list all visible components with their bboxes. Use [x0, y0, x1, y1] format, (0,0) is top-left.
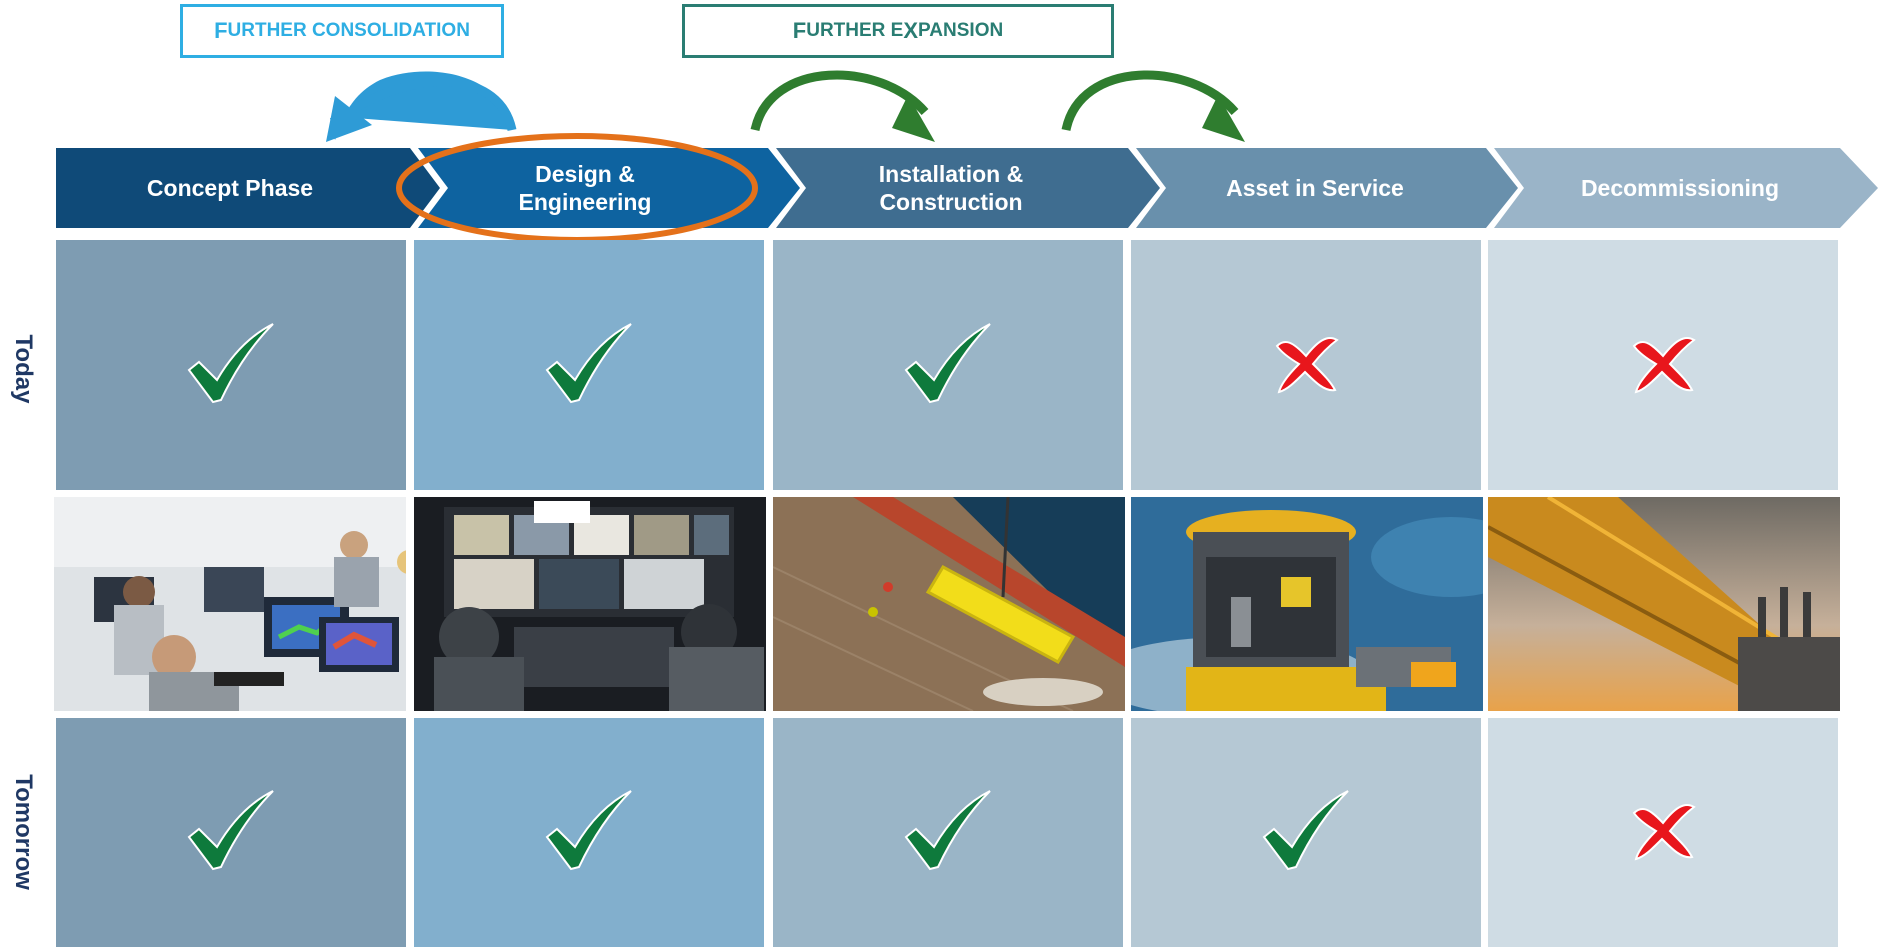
direction-arrows	[326, 70, 1245, 142]
today-cell-installation	[773, 240, 1123, 490]
phase-shape-decommissioning	[1494, 148, 1878, 228]
expansion-first-letter: F	[792, 18, 807, 43]
tomorrow-cell-design	[414, 718, 764, 947]
phase-label-decommissioning: Decommissioning	[1580, 175, 1780, 201]
phase-label-asset: Asset in Service	[1226, 175, 1404, 201]
consolidation-first-letter: F	[214, 18, 228, 43]
today-cell-decommissioning	[1488, 240, 1838, 490]
tomorrow-cell-concept	[56, 718, 406, 947]
phase-shape-installation	[776, 148, 1160, 228]
cross-mark-icon	[1628, 799, 1698, 866]
phase-label-concept: Concept Phase	[146, 175, 314, 201]
tomorrow-cell-decommissioning	[1488, 718, 1838, 947]
phase-shape-asset	[1136, 148, 1518, 228]
consolidation-rest: URTHER CONSOLIDATION	[227, 20, 470, 41]
check-mark-icon	[185, 789, 277, 876]
ship-deck-lifting-photo	[773, 497, 1125, 711]
phase-shape-concept	[56, 148, 440, 228]
rov-control-room-photo	[414, 497, 766, 711]
check-mark-icon	[902, 789, 994, 876]
row-label-today: Today	[10, 334, 37, 404]
check-mark-icon	[543, 789, 635, 876]
today-cell-design	[414, 240, 764, 490]
expansion-arrow-1	[750, 70, 929, 132]
phase-label-installation: Installation & Construction	[878, 161, 1024, 215]
expansion-rest-1: URTHER E	[806, 20, 904, 41]
row-label-tomorrow: Tomorrow	[10, 774, 37, 890]
today-cell-asset	[1131, 240, 1481, 490]
tomorrow-cell-asset	[1131, 718, 1481, 947]
cross-mark-icon	[1628, 332, 1698, 399]
check-mark-icon	[543, 322, 635, 409]
tomorrow-cell-installation	[773, 718, 1123, 947]
cross-mark-icon	[1271, 332, 1341, 399]
phase-label-design: Design & Engineering	[518, 161, 652, 215]
team-at-computers-photo	[54, 497, 406, 711]
today-cell-concept	[56, 240, 406, 490]
phase-banner	[56, 133, 1878, 240]
expansion-rest-2: PANSION	[918, 20, 1004, 41]
check-mark-icon	[902, 322, 994, 409]
expansion-arrow-2	[1061, 70, 1239, 132]
expansion-x-letter: X	[903, 18, 919, 43]
check-mark-icon	[1260, 789, 1352, 876]
check-mark-icon	[185, 322, 277, 409]
subsea-equipment-photo	[1131, 497, 1483, 711]
design-engineering-highlight	[396, 133, 758, 240]
phase-shape-design	[418, 148, 800, 228]
offshore-platform-photo	[1488, 497, 1840, 711]
